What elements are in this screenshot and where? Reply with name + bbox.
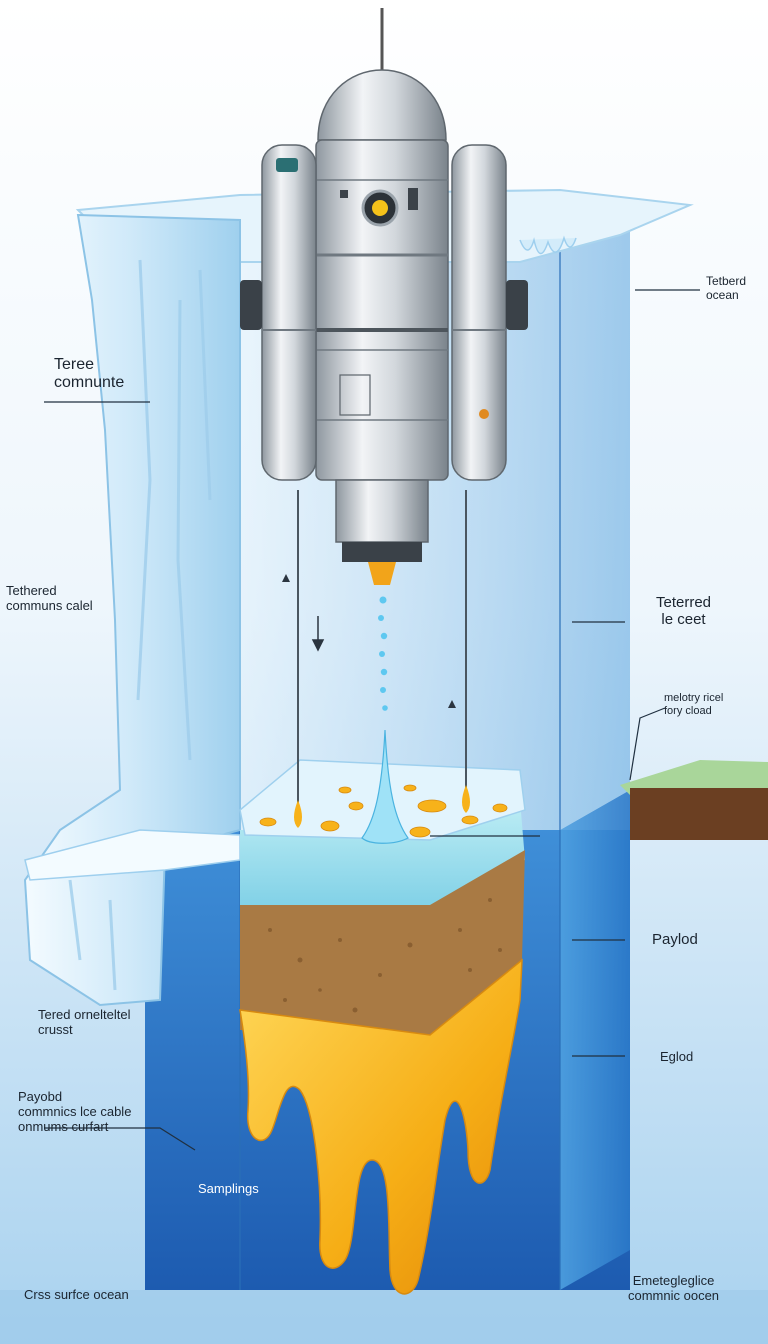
regolith-texture [268,898,502,1013]
label-bottom-right: Emetegleglice commnic oocen [628,1273,720,1303]
probe-nose [317,69,447,141]
label-crust-left: Tered ornelteltel crusst [38,1007,131,1037]
label-right-small: melotry ricel fory cload [664,692,724,717]
terrain-soil [630,788,768,840]
pod-right [451,144,507,481]
ocean-floor-strip [0,1290,768,1344]
melt-droplets [259,784,508,838]
arrow-down-icon [311,616,325,652]
cable-drip-left [294,800,302,828]
label-top-left: Teree comnunte [54,356,125,392]
ocean-block-side [560,790,630,1290]
ice-shelf-drips [519,235,577,255]
arrow-up-icon [282,574,456,708]
cable-drip-right [462,785,470,813]
label-eglod-right: Eglod [660,1049,694,1064]
water-jet-stream [361,729,409,844]
drill-head [335,479,429,543]
label-right-mid: Teterred le ceet [656,594,712,629]
ice-cliff-cracks [68,259,212,991]
label-mid-left: Tethered communs calel [6,583,93,613]
pod-left [261,144,317,481]
label-payload-left: Payobd commnics lce cable onmums curfart [18,1089,132,1134]
cryobot-probe-icon [240,8,528,585]
label-bottom-left: Crss surfce ocean [24,1287,129,1302]
regolith-layer [240,850,525,1040]
terrain-grass [620,760,768,795]
label-samplings: Samplings [198,1181,259,1196]
label-payload-right: Paylod [652,931,698,948]
label-top-right: Tetberd ocean [706,274,747,302]
liquid-sample [239,958,523,1295]
leader-lines [44,289,700,1151]
ice-cliff [23,213,241,1007]
water-droplets [378,596,388,711]
